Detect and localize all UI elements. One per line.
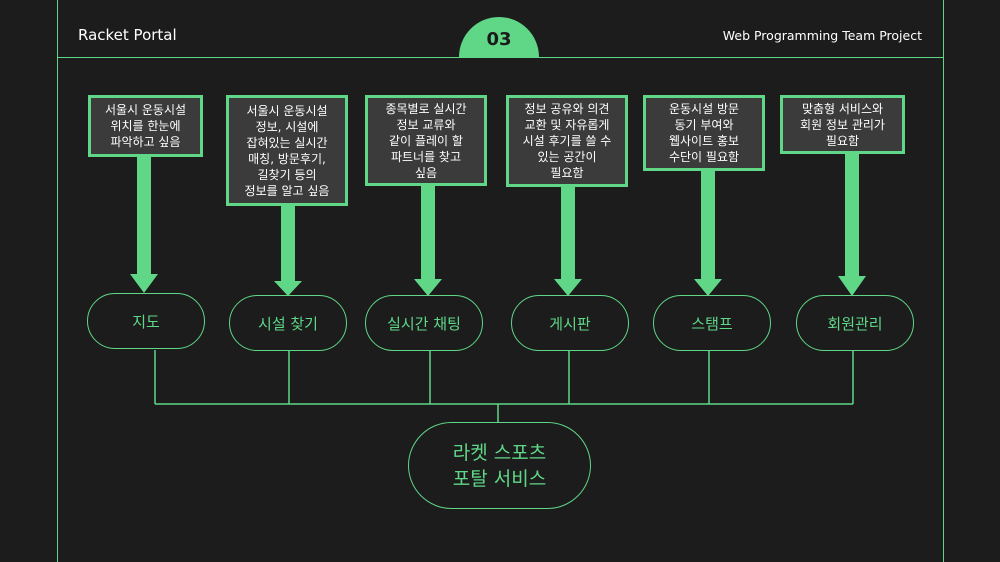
feature-member-management[interactable]: 회원관리: [796, 295, 914, 351]
requirement-note-board: 정보 공유와 의견 교환 및 자유롭게 시설 후기를 쓸 수 있는 공간이 필요…: [506, 95, 628, 187]
project-name: Web Programming Team Project: [722, 28, 922, 43]
arrow-shaft-2: [281, 205, 295, 281]
frame-left-line: [57, 0, 58, 562]
arrow-head-2: [274, 281, 302, 296]
feature-map[interactable]: 지도: [87, 293, 205, 349]
arrow-shaft-4: [561, 186, 575, 279]
arrow-head-6: [838, 276, 866, 296]
arrow-shaft-6: [845, 154, 859, 276]
requirement-note-facility: 서울시 운동시설 정보, 시설에 잡혀있는 실시간 매칭, 방문후기, 길찾기 …: [226, 95, 348, 206]
feature-facility-search[interactable]: 시설 찾기: [229, 295, 347, 351]
requirement-note-member: 맞춤형 서비스와 회원 정보 관리가 필요함: [780, 95, 905, 154]
central-service: 라켓 스포츠 포탈 서비스: [408, 422, 591, 509]
app-title: Racket Portal: [78, 26, 177, 44]
arrow-head-1: [130, 274, 158, 293]
feature-realtime-chat[interactable]: 실시간 채팅: [365, 295, 483, 351]
arrow-head-3: [414, 279, 442, 296]
feature-board[interactable]: 게시판: [511, 295, 629, 351]
arrow-shaft-1: [137, 156, 151, 274]
requirement-note-chat: 종목별로 실시간 정보 교류와 같이 플레이 할 파트너를 찾고 싶음: [365, 95, 487, 186]
requirement-note-map: 서울시 운동시설 위치를 한눈에 파악하고 싶음: [88, 95, 203, 157]
frame-right-line: [943, 0, 944, 562]
feature-stamp[interactable]: 스탬프: [653, 295, 771, 351]
arrow-shaft-3: [421, 185, 435, 279]
header-divider: [57, 57, 943, 58]
requirement-note-stamp: 운동시설 방문 동기 부여와 웹사이트 홍보 수단이 필요함: [643, 95, 765, 171]
arrow-head-5: [694, 279, 722, 296]
arrow-head-4: [554, 279, 582, 296]
arrow-shaft-5: [701, 170, 715, 279]
